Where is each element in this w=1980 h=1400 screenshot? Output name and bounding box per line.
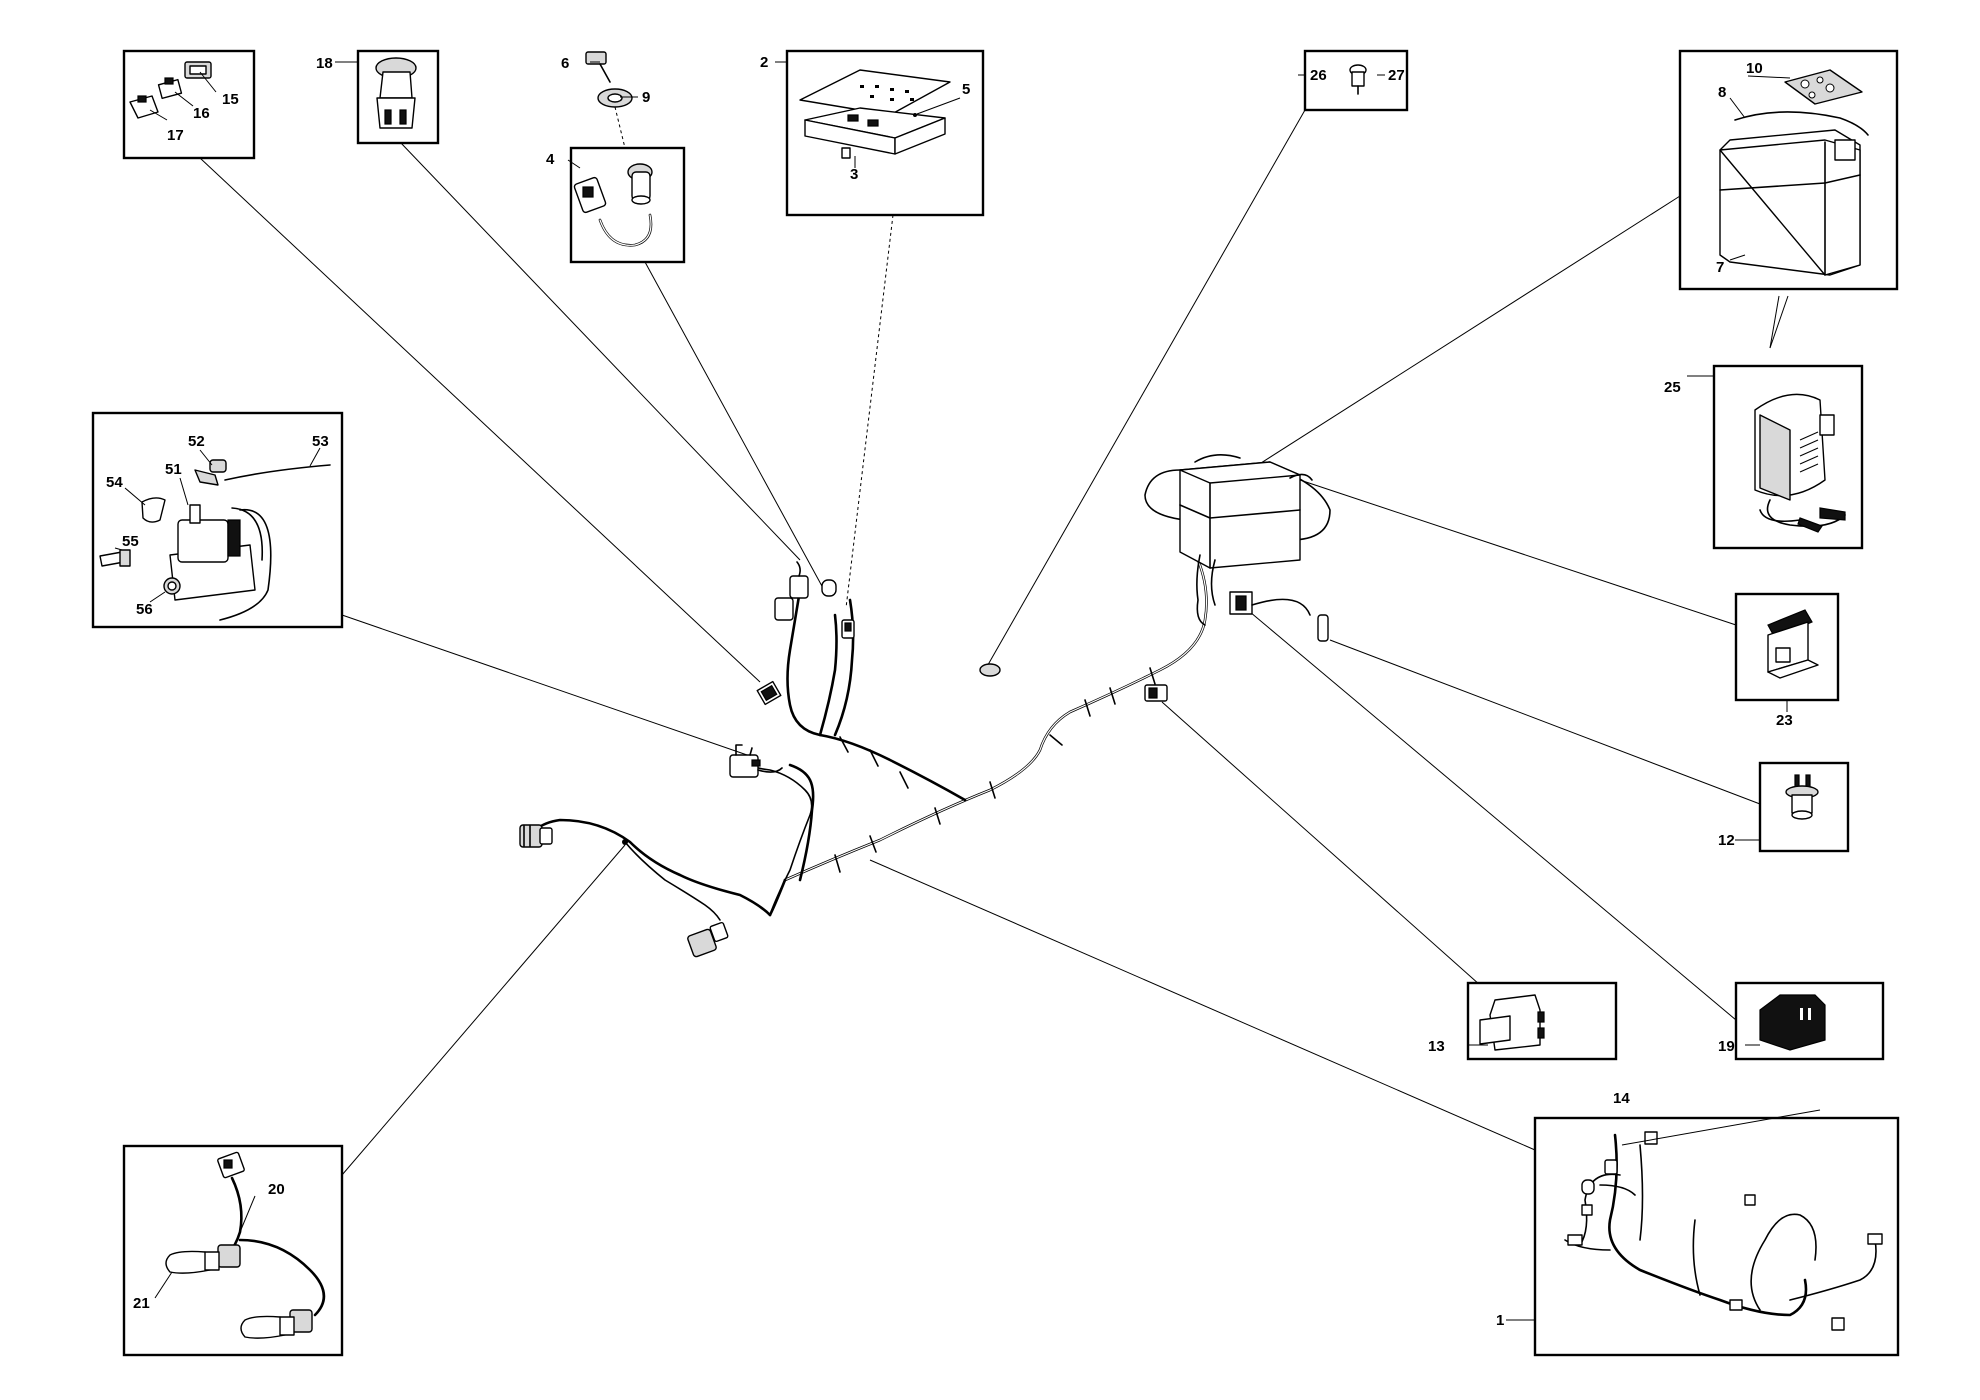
callout-25: 25 [1664,379,1681,396]
detail-box-starter-solenoid [91,411,344,629]
callout-55: 55 [122,533,139,550]
detail-box-seat-switch [356,49,440,145]
callout-14: 14 [1613,1090,1630,1107]
callout-labels: 1 2 3 4 5 6 7 8 9 10 12 13 14 15 16 17 1… [106,54,1793,1329]
battery-in-harness [1144,454,1331,626]
callout-3: 3 [850,166,858,183]
callout-15: 15 [222,91,239,108]
callout-7: 7 [1716,259,1724,276]
callout-10: 10 [1746,60,1763,77]
callout-51: 51 [165,461,182,478]
callout-2: 2 [760,54,768,71]
solenoid-in-harness [729,744,783,778]
callout-5: 5 [962,81,970,98]
callout-27: 27 [1388,67,1405,84]
callout-21: 21 [133,1295,150,1312]
callout-56: 56 [136,601,153,618]
light-socket-left [519,824,553,848]
callout-ticks [114,61,1821,1321]
light-harness [519,744,813,958]
detail-box-fuses [122,49,256,160]
cable-ties [834,667,1156,873]
callout-18: 18 [316,55,333,72]
callout-9: 9 [642,89,650,106]
main-wiring-harness [756,528,1329,917]
detail-box-battery-charger [1712,364,1864,550]
callout-54: 54 [106,474,123,491]
ignition-key-and-ring [585,51,633,149]
leader-lines [199,109,1789,1176]
detail-box-control-panel [785,49,985,217]
detail-box-relay-19 [1734,981,1885,1061]
callout-1: 1 [1496,1312,1504,1329]
callout-52: 52 [188,433,205,450]
detail-box-ignition-switch [569,146,686,264]
detail-box-fuse-holder [1303,49,1409,112]
callout-26: 26 [1310,67,1327,84]
detail-box-battery [1678,49,1899,291]
detail-box-rocker-switch [1734,592,1840,702]
light-socket-right [687,921,729,958]
callout-16: 16 [193,105,210,122]
detail-box-harness-overview [1533,1116,1900,1357]
detail-box-headlights [122,1144,344,1357]
grommet [979,663,1001,677]
detail-box-sensor [1758,761,1850,853]
callout-8: 8 [1718,84,1726,101]
callout-23: 23 [1776,712,1793,729]
callout-12: 12 [1718,832,1735,849]
callout-53: 53 [312,433,329,450]
callout-17: 17 [167,127,184,144]
callout-19: 19 [1718,1038,1735,1055]
callout-20: 20 [268,1181,285,1198]
callout-4: 4 [546,151,555,168]
callout-13: 13 [1428,1038,1445,1055]
callout-6: 6 [561,55,569,72]
detail-box-relay-13 [1466,981,1618,1061]
